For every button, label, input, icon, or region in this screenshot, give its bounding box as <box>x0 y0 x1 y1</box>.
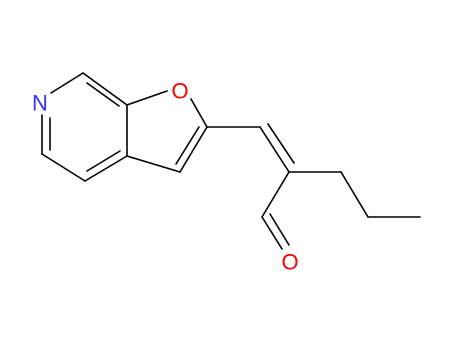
bond-c2-c3 <box>41 153 86 182</box>
bond-c3-c3a-inner <box>86 150 121 172</box>
bond-cho-double <box>261 216 283 250</box>
furan-ring <box>126 90 208 173</box>
bond-c1-c7a-inner <box>86 82 120 107</box>
bond-c3f-c3a <box>126 155 181 173</box>
bond-c3-c3a <box>84 155 128 182</box>
bond-c-cho <box>261 171 290 218</box>
atom-nitrogen-label: N <box>32 91 48 116</box>
bond-vinyl-double-inner <box>267 123 295 164</box>
pyridine-ring <box>41 72 128 182</box>
bond-propyl1-propyl2 <box>340 171 369 218</box>
side-chain <box>206 123 421 250</box>
bond-vinyl-double <box>259 126 290 173</box>
bond-c1-c7a <box>82 72 128 106</box>
bond-c2-c3f <box>179 126 208 173</box>
bond-c2-c3f-inner <box>175 126 200 165</box>
atom-furan-oxygen-label: O <box>171 79 188 104</box>
bond-cho-double-inner <box>269 213 290 246</box>
bond-n-c1 <box>50 72 84 94</box>
bond-o-c2 <box>190 98 208 128</box>
atom-aldehyde-oxygen-label: O <box>281 250 298 275</box>
bond-c7a-o <box>126 90 168 106</box>
